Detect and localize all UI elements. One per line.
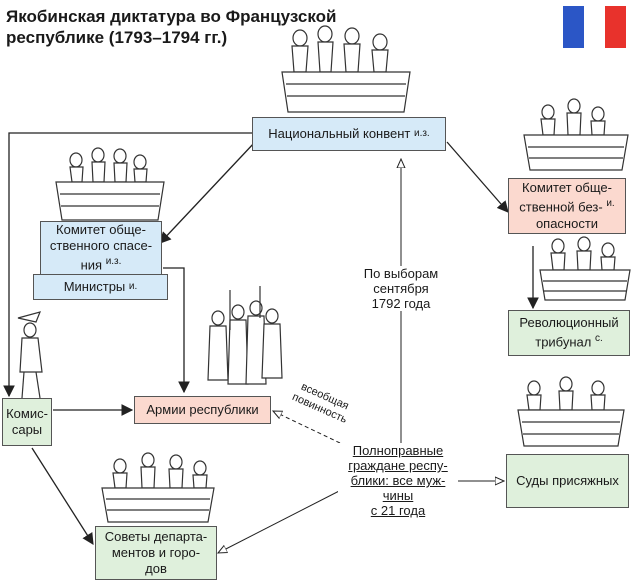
flag-white-stripe	[584, 6, 605, 48]
republic-armies-box: Армии республики	[134, 396, 271, 424]
title-line-1: Якобинская диктатура во Французской	[6, 7, 337, 26]
security-sup: и.	[606, 198, 615, 210]
public-safety-line-2: ственного спасе-	[49, 238, 153, 254]
public-safety-table-illustration	[55, 147, 165, 221]
citizens-line-2: граждане респу-	[348, 458, 448, 473]
ministers-box: Министры и.	[33, 274, 168, 300]
ministers-sup: и.	[128, 281, 138, 292]
councils-box: Советы департа- ментов и горо- дов	[95, 526, 217, 580]
tribunal-sup: с.	[594, 333, 603, 345]
convention-label: Национальный конвент	[268, 126, 411, 141]
commissars-line-2: сары	[11, 422, 43, 437]
arrow-commissars-to-councils	[31, 447, 94, 545]
councils-line-3: дов	[145, 561, 167, 576]
tribunal-line-2: трибунал	[535, 334, 592, 350]
security-line-2: ственной без-	[519, 199, 603, 215]
security-line-1: Комитет обще-	[522, 180, 612, 196]
convention-sup: и.з.	[413, 128, 430, 139]
arrow-citizens-to-army	[273, 411, 341, 444]
commissars-box: Комис- сары	[2, 398, 52, 446]
general-security-table-illustration	[523, 98, 629, 171]
elections-label: По выборам сентября 1792 года	[352, 266, 450, 311]
citizens-label: Полноправные граждане респу- блики: все …	[338, 443, 458, 518]
councils-line-1: Советы департа-	[104, 529, 208, 544]
national-convention-box: Национальный конвент и.з.	[252, 117, 446, 151]
arrow-convention-to-general-security	[446, 141, 509, 213]
public-safety-sup: и.з.	[105, 256, 122, 268]
councils-table-illustration	[101, 452, 215, 523]
public-safety-line-3: ния	[80, 257, 103, 273]
convention-table-illustration	[281, 25, 411, 113]
arrow-ministers-to-army	[163, 267, 190, 394]
citizens-line-3: блики: все муж-	[350, 473, 446, 488]
flag-blue-stripe	[563, 6, 584, 48]
ministers-label: Министры	[63, 279, 126, 294]
diagram-title: Якобинская диктатура во Французской респ…	[6, 6, 336, 48]
public-safety-committee-box: Комитет обще- ственного спасе- ния и.з.	[40, 221, 162, 275]
arrow-convention-to-commissars	[3, 132, 252, 398]
public-safety-line-1: Комитет обще-	[56, 222, 146, 238]
citizens-line-4: чины	[382, 488, 414, 503]
french-flag-icon	[563, 6, 626, 48]
elections-line-3: 1792 года	[371, 296, 431, 311]
elections-line-1: По выборам	[363, 266, 439, 281]
arrow-citizens-to-councils	[218, 487, 346, 553]
flag-red-stripe	[605, 6, 626, 48]
citizens-line-5: с 21 года	[370, 503, 426, 518]
juries-box: Суды присяжных	[506, 454, 629, 508]
juries-table-illustration	[517, 376, 625, 447]
soldiers-illustration	[207, 286, 283, 385]
juries-label: Суды присяжных	[516, 473, 619, 488]
security-line-3: опасности	[535, 215, 599, 231]
army-label: Армии республики	[146, 402, 259, 417]
citizens-line-1: Полноправные	[352, 443, 444, 458]
commissar-illustration	[17, 311, 43, 399]
tribunal-line-1: Революционный	[519, 315, 619, 331]
arrow-convention-to-public-safety	[159, 141, 256, 244]
title-line-2: республике (1793–1794 гг.)	[6, 28, 228, 47]
commissars-line-1: Комис-	[6, 406, 48, 421]
general-security-committee-box: Комитет обще- ственной без- и. опасности	[508, 178, 626, 234]
councils-line-2: ментов и горо-	[111, 545, 201, 560]
tribunal-table-illustration	[539, 236, 631, 301]
revolutionary-tribunal-box: Революционный трибунал с.	[508, 310, 630, 356]
elections-line-2: сентября	[373, 281, 429, 296]
